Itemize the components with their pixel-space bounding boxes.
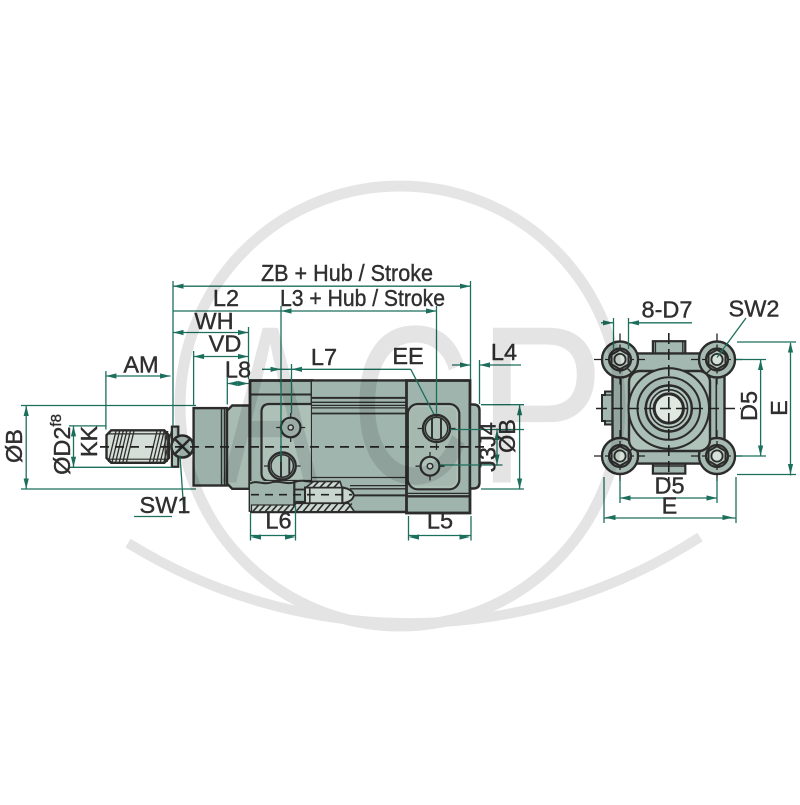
svg-text:E: E bbox=[662, 493, 678, 519]
svg-text:E: E bbox=[766, 400, 792, 416]
svg-text:ØB: ØB bbox=[494, 419, 520, 453]
svg-text:VD: VD bbox=[209, 331, 242, 357]
svg-text:D5: D5 bbox=[654, 473, 684, 499]
svg-text:L7: L7 bbox=[311, 344, 337, 370]
svg-text:P: P bbox=[477, 280, 605, 531]
svg-text:EE: EE bbox=[392, 343, 423, 369]
svg-text:L3 + Hub / Stroke: L3 + Hub / Stroke bbox=[280, 285, 445, 311]
svg-text:WH: WH bbox=[194, 308, 233, 334]
svg-text:L6: L6 bbox=[265, 508, 291, 534]
svg-text:SW1: SW1 bbox=[140, 492, 191, 518]
svg-text:D5: D5 bbox=[736, 391, 762, 421]
svg-text:8-D7: 8-D7 bbox=[642, 297, 693, 323]
svg-text:SW2: SW2 bbox=[729, 296, 780, 322]
svg-text:AM: AM bbox=[123, 352, 158, 378]
svg-text:A: A bbox=[222, 280, 318, 531]
svg-text:KK: KK bbox=[76, 426, 102, 458]
svg-text:ØB: ØB bbox=[1, 429, 27, 463]
svg-text:ZB + Hub / Stroke: ZB + Hub / Stroke bbox=[261, 260, 433, 286]
svg-text:J3J4: J3J4 bbox=[475, 422, 501, 472]
svg-text:L4: L4 bbox=[491, 339, 517, 365]
svg-text:ØD2f8: ØD2f8 bbox=[48, 414, 75, 475]
svg-text:L5: L5 bbox=[427, 508, 453, 534]
svg-text:L2: L2 bbox=[213, 285, 239, 311]
svg-text:L8: L8 bbox=[225, 357, 251, 383]
svg-text:C: C bbox=[351, 279, 471, 530]
